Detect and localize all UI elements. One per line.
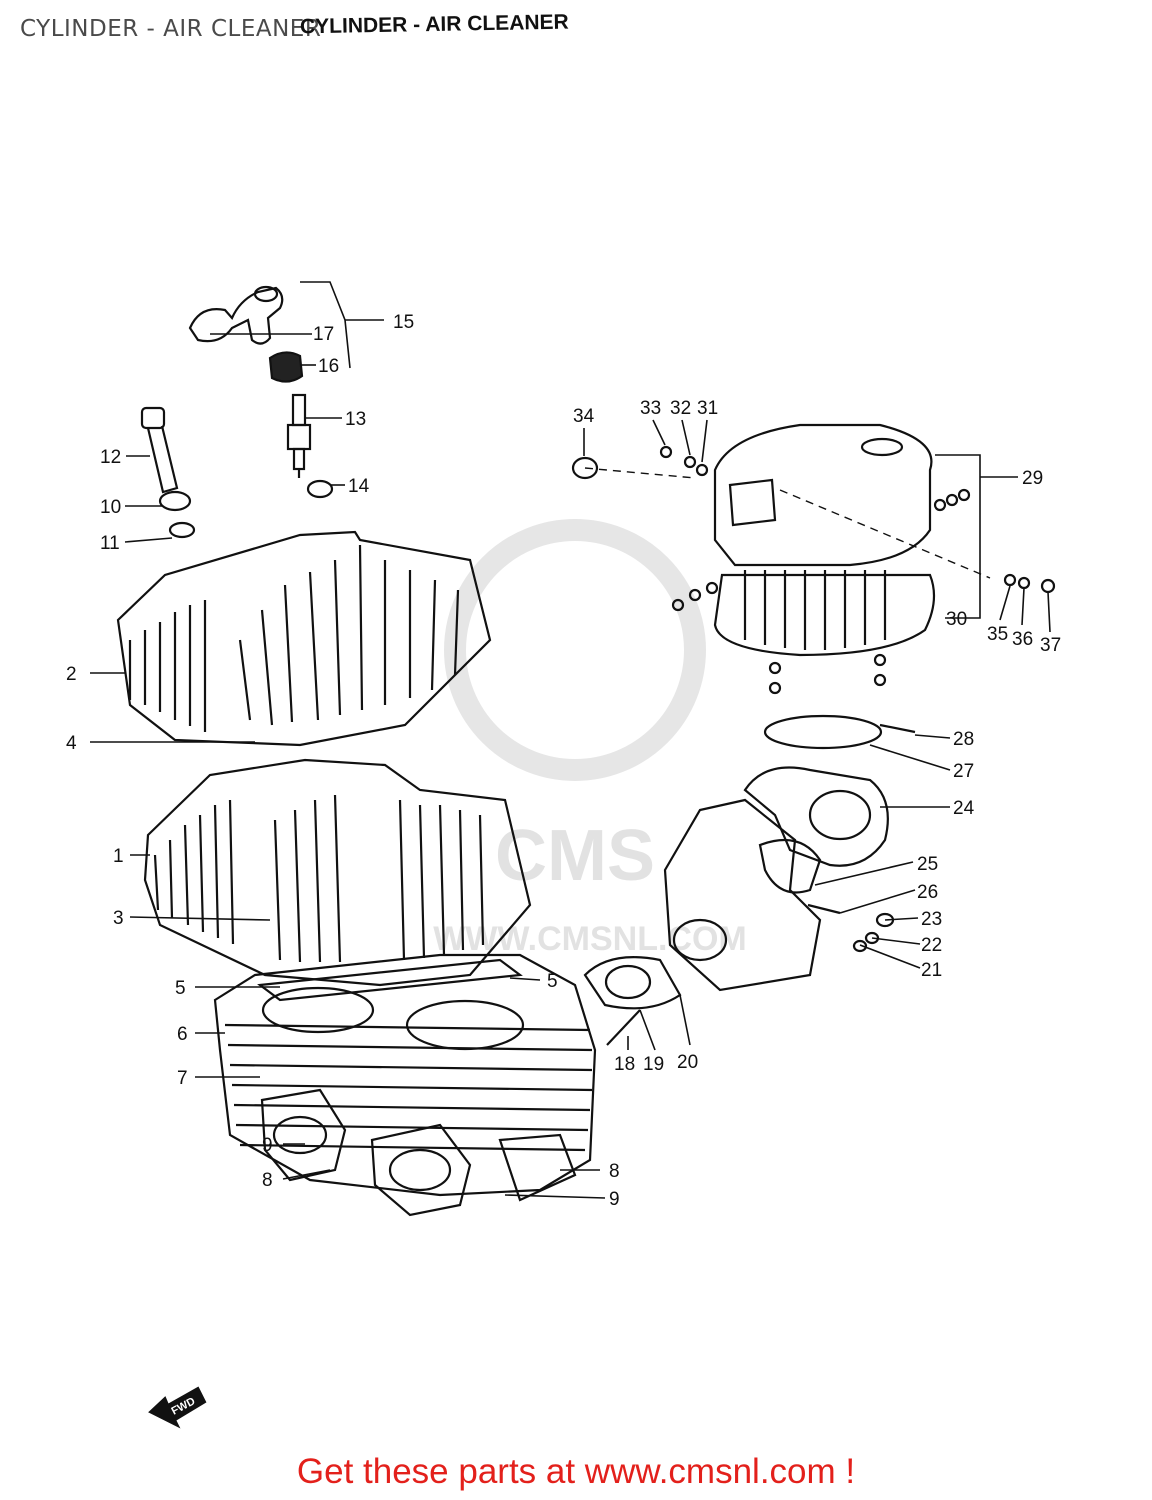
- plug-cap-cover: [268, 351, 304, 383]
- callout-17: 17: [313, 324, 334, 345]
- callout-8-right: 8: [609, 1161, 620, 1182]
- callout-33: 33: [640, 398, 661, 419]
- spark-plug: [286, 393, 312, 478]
- callout-1: 1: [113, 846, 124, 867]
- callout-20: 20: [677, 1052, 698, 1073]
- callout-31: 31: [697, 398, 718, 419]
- callout-26: 26: [917, 882, 938, 903]
- callout-16: 16: [318, 356, 339, 377]
- watermark-url-text: WWW.CMSNL.COM: [433, 920, 747, 958]
- callout-4: 4: [66, 733, 77, 754]
- spark-plug-cap: [188, 285, 284, 345]
- cylinder-base-gasket: [257, 958, 523, 1002]
- callout-35: 35: [987, 624, 1008, 645]
- carburetor: [663, 798, 895, 992]
- callout-29: 29: [1022, 468, 1043, 489]
- callout-24: 24: [953, 798, 975, 819]
- callout-25: 25: [917, 854, 938, 875]
- callout-18: 18: [614, 1054, 635, 1075]
- cms-watermark: CMS WWW.CMSNL.COM: [433, 519, 747, 958]
- washer: [158, 490, 192, 512]
- callout-27: 27: [953, 761, 974, 782]
- callout-34: 34: [573, 406, 595, 427]
- callout-21: 21: [921, 960, 942, 981]
- cylinder-head-bolt: [140, 406, 179, 494]
- callout-32: 32: [670, 398, 691, 419]
- fwd-arrow-icon: FWD: [148, 1386, 207, 1429]
- callout-3: 3: [113, 908, 124, 929]
- intake-manifold: [583, 956, 682, 1046]
- callout-22: 22: [921, 935, 942, 956]
- callout-28: 28: [953, 729, 974, 750]
- callout-37: 37: [1040, 635, 1061, 656]
- air-cleaner-case: [571, 423, 1056, 695]
- callout-19: 19: [643, 1054, 664, 1075]
- callout-5-left: 5: [175, 978, 186, 999]
- callout-9-left: 9: [262, 1135, 273, 1156]
- plug-gasket: [306, 479, 334, 499]
- page-title: CYLINDER - AIR CLEANER: [20, 16, 322, 42]
- callout-5-right: 5: [547, 971, 558, 992]
- callout-9-right: 9: [609, 1189, 620, 1210]
- callout-8-left: 8: [262, 1170, 273, 1191]
- callout-labels: 15 17 16 13 14 12 10 11 2 4 1 3 5 5 6 7 …: [66, 312, 1061, 1210]
- watermark-logo-text: CMS: [495, 816, 655, 896]
- exhaust-port-flanges: [260, 1088, 577, 1217]
- nut: [168, 521, 196, 539]
- callout-12: 12: [100, 447, 121, 468]
- cylinder-head-cover: [116, 530, 492, 747]
- callout-14: 14: [348, 476, 370, 497]
- cmsnl-parts-link[interactable]: Get these parts at www.cmsnl.com !: [296, 1452, 856, 1491]
- callout-15: 15: [393, 312, 414, 333]
- callout-30: 30: [946, 609, 967, 630]
- cylinder-block: [213, 953, 597, 1197]
- callout-7: 7: [177, 1068, 188, 1089]
- callout-11: 11: [100, 533, 120, 554]
- callout-6: 6: [177, 1024, 188, 1045]
- callout-23: 23: [921, 909, 942, 930]
- callout-13: 13: [345, 409, 366, 430]
- callout-10: 10: [100, 497, 121, 518]
- figure-title: CYLINDER - AIR CLEANER: [299, 10, 569, 39]
- cylinder-head: [143, 758, 532, 987]
- callout-2: 2: [66, 664, 77, 685]
- leader-lines: [90, 281, 1051, 1199]
- callout-36: 36: [1012, 629, 1033, 650]
- air-intake-duct: [743, 714, 916, 867]
